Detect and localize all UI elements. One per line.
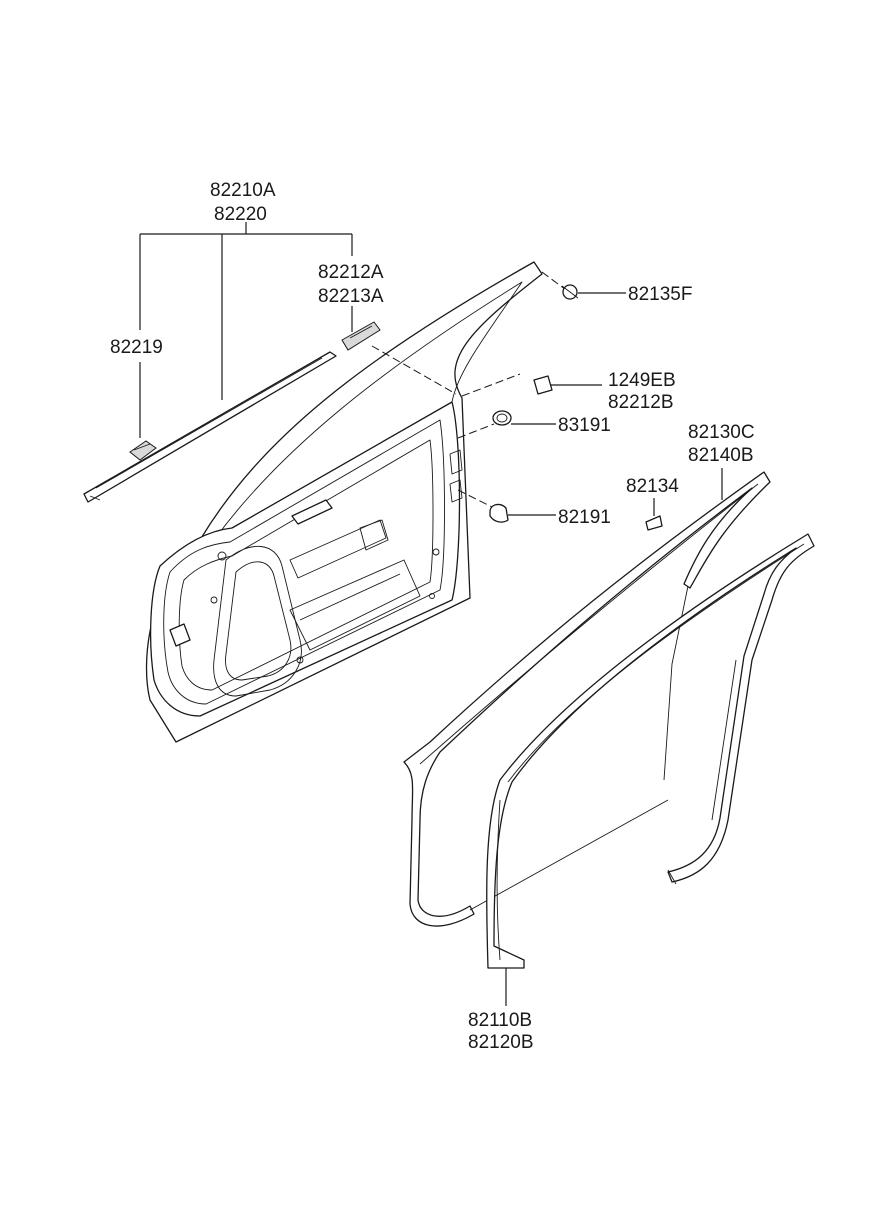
label-82210a: 82210A [210,180,276,201]
pad-82134 [645,498,663,531]
label-82134: 82134 [626,476,679,497]
door-assembly [145,261,543,743]
clip-82212a [341,321,381,351]
label-82130c: 82130C [688,422,755,443]
cap-82191 [489,503,556,523]
label-82110b: 82110B [468,1010,532,1031]
weatherstrip-82130c [403,468,771,927]
clip-82219 [129,440,157,461]
label-82213a: 82213A [318,286,384,307]
label-82212a: 82212A [318,262,384,283]
callout-labels: 82210A 82220 82212A 82213A 82219 82135F … [110,180,755,1053]
label-82140b: 82140B [688,445,754,466]
molding-callout-bracket [139,222,353,438]
label-82220: 82220 [214,204,267,225]
belt-molding-strip [83,351,337,503]
plug-83191 [492,410,556,426]
dashed-leaders [371,271,567,509]
label-82135f: 82135F [628,284,692,305]
label-82191: 82191 [558,507,611,528]
fastener-82135f [561,284,626,300]
label-1249eb: 1249EB [608,370,676,391]
weatherstrip-82110b [486,533,815,1006]
label-82120b: 82120B [468,1032,534,1053]
label-83191: 83191 [558,415,611,436]
screw-1249eb [533,375,602,395]
label-82219: 82219 [110,337,163,358]
label-82212b: 82212B [608,392,674,413]
